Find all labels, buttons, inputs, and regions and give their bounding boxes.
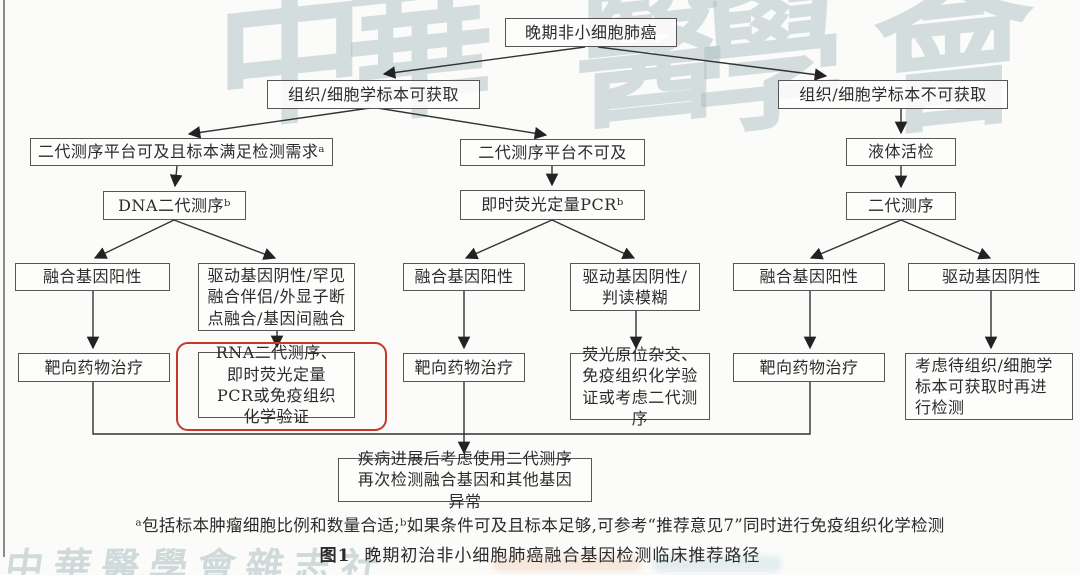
node-fish-ihc-ngs: 荧光原位杂交、免疫组织化学验证或考虑二代测序 [570,345,710,428]
node-driver-negative-rare: 驱动基因阴性/罕见融合伴侣/外显子断点融合/基因间融合 [198,263,355,331]
node-fusion-positive-2: 融合基因阳性 [403,263,525,291]
node-targeted-therapy-1: 靶向药物治疗 [18,353,170,382]
node-targeted-therapy-3: 靶向药物治疗 [733,353,885,382]
node-advanced-nsclc: 晚期非小细胞肺癌 [505,18,677,47]
node-rna-ngs-validation: RNA二代测序、即时荧光定量PCR或免疫组织化学验证 [198,343,355,426]
node-specimen-not-available: 组织/细胞学标本不可获取 [778,80,1008,109]
node-ngs-platform-available: 二代测序平台可及且标本满足检测需求ᵃ [30,138,333,166]
figure-caption-label: 图1 [319,546,351,566]
page-edge-line [3,0,5,557]
footnote: ᵃ包括标本肿瘤细胞比例和数量合适;ᵇ如果条件可及且标本足够,可参考“推荐意见7”… [135,516,945,535]
figure-caption: 图1 晚期初治非小细胞肺癌融合基因检测临床推荐路径 [0,541,1080,566]
node-driver-negative-3: 驱动基因阴性 [908,263,1075,291]
figure-caption-title: 晚期初治非小细胞肺癌融合基因检测临床推荐路径 [364,546,761,566]
node-ngs: 二代测序 [846,192,956,220]
node-liquid-biopsy: 液体活检 [846,138,956,166]
node-fusion-positive-1: 融合基因阳性 [15,263,170,291]
node-driver-negative-ambiguous: 驱动基因阴性/判读模糊 [570,263,700,311]
node-ngs-platform-not-available: 二代测序平台不可及 [460,139,645,166]
node-dna-ngs: DNA二代测序ᵇ [103,191,246,220]
node-realtime-pcr: 即时荧光定量PCRᵇ [460,190,645,220]
node-progression-retest: 疾病进展后考虑使用二代测序再次检测融合基因和其他基因异常 [338,449,592,511]
node-retest-later: 考虑待组织/细胞学标本可获取时再进行检测 [905,353,1073,420]
node-specimen-available: 组织/细胞学标本可获取 [267,80,480,109]
node-fusion-positive-3: 融合基因阳性 [733,263,885,291]
node-targeted-therapy-2: 靶向药物治疗 [403,353,525,382]
